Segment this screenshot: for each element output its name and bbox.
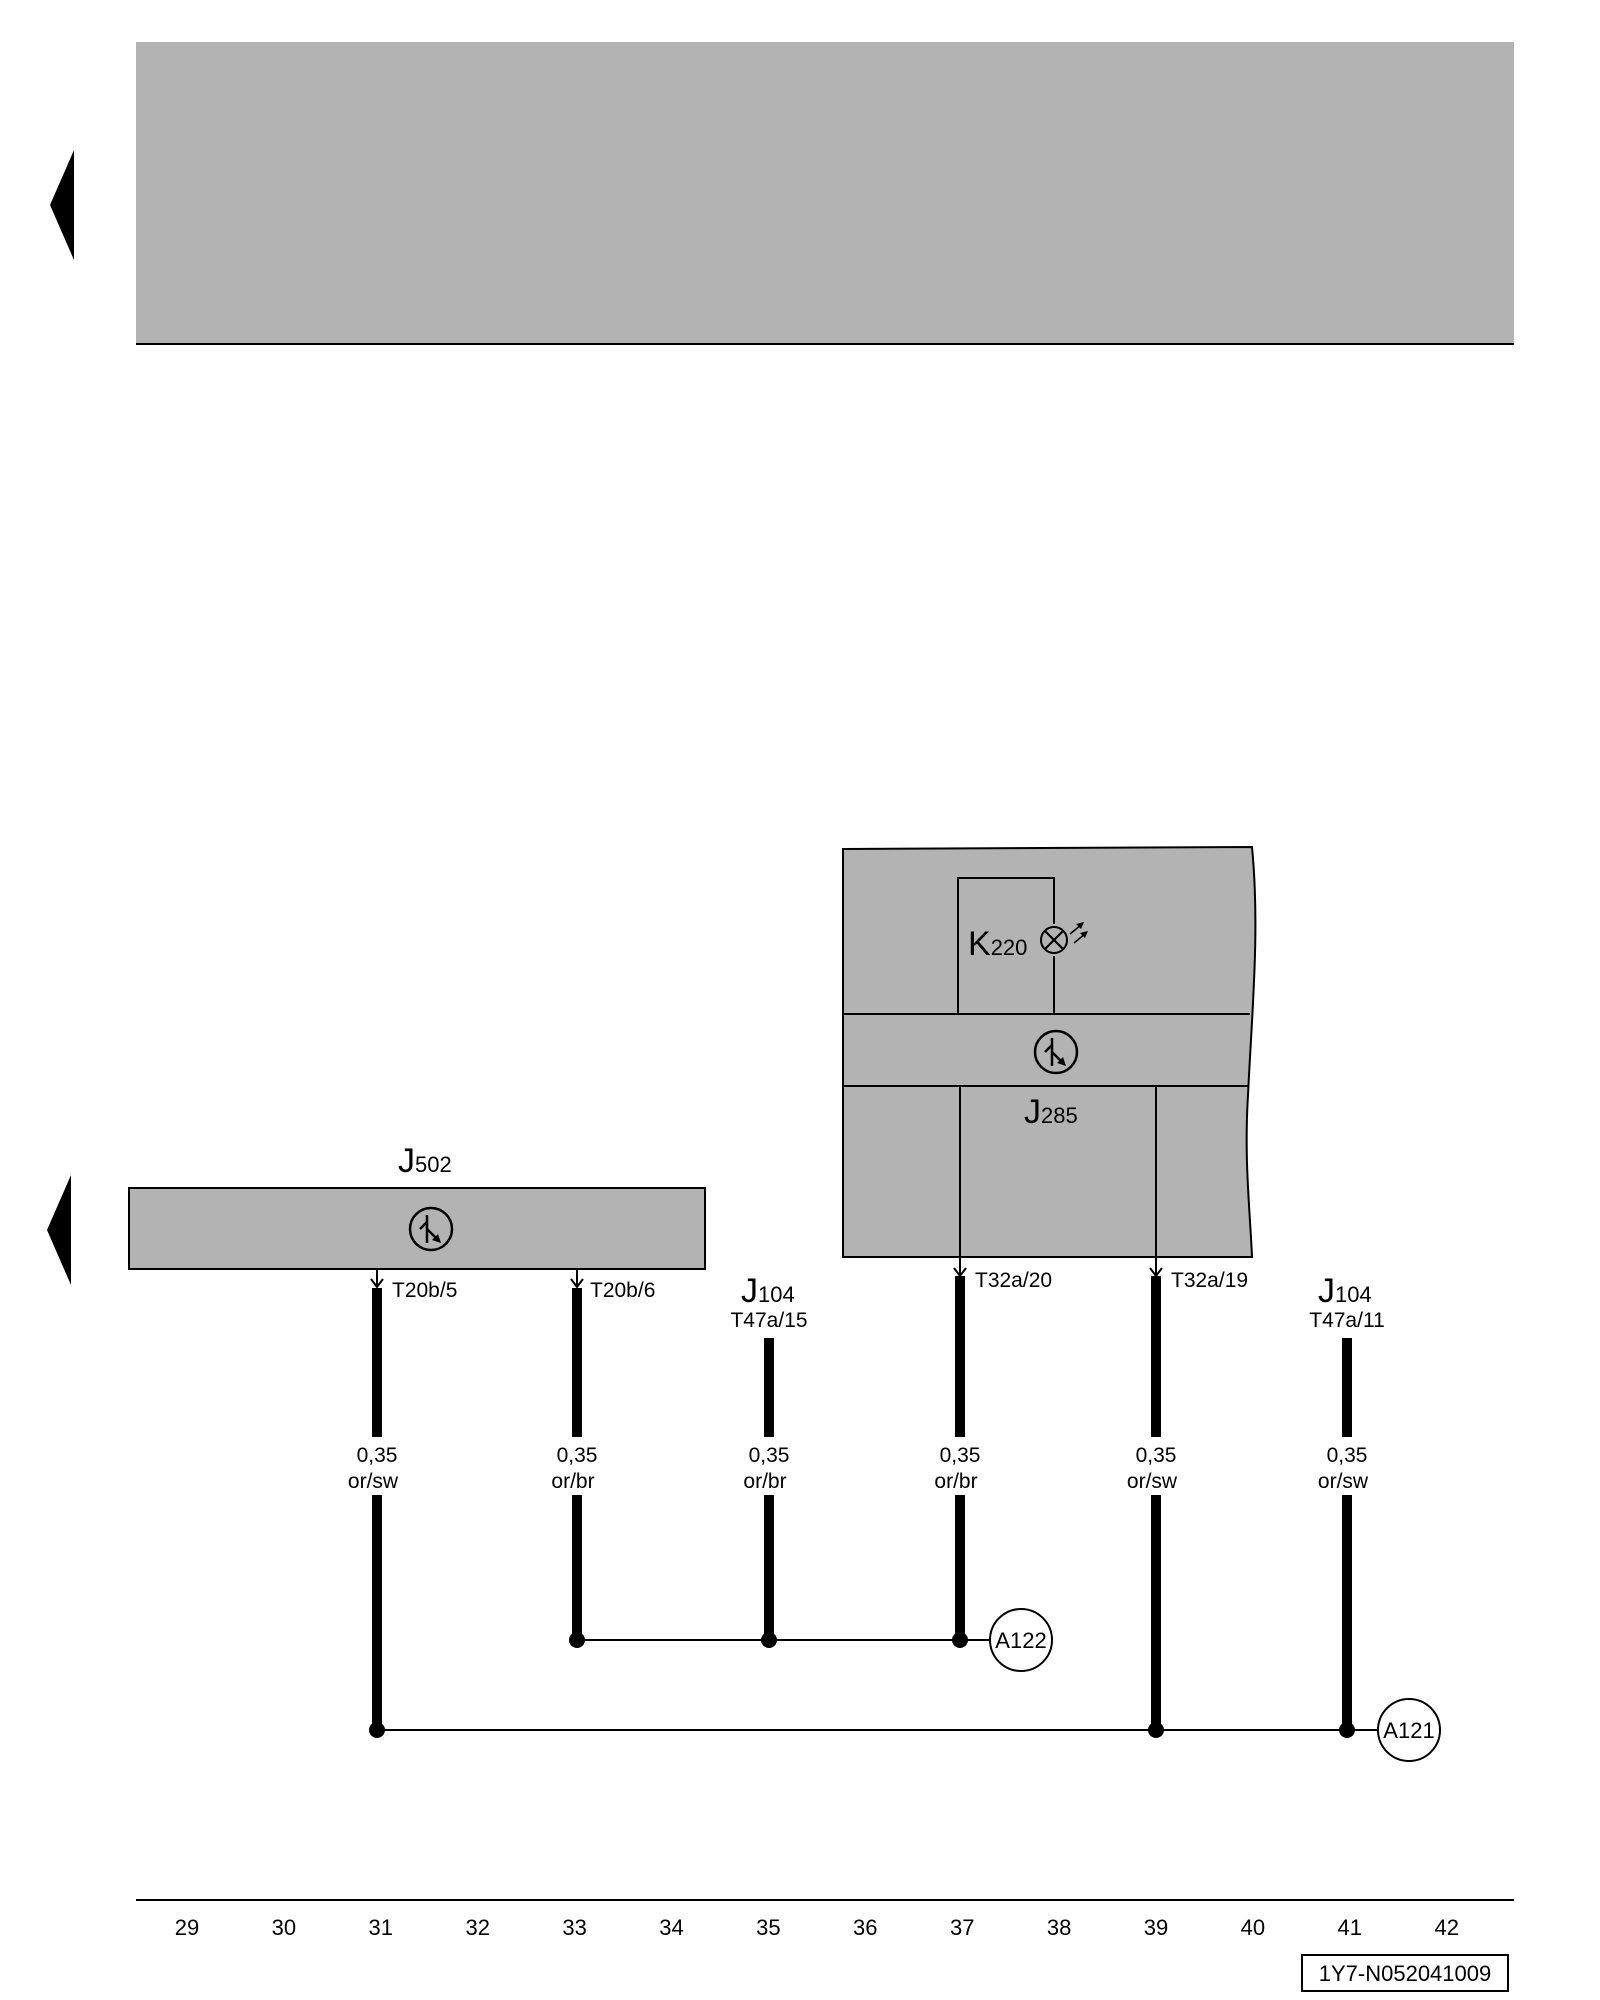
grid-number-29: 29 [175,1915,199,1940]
control-unit-icon [1033,1029,1079,1075]
j502-component [128,1187,706,1270]
grid-number-37: 37 [950,1915,974,1940]
svg-text:or/sw: or/sw [1127,1470,1178,1493]
svg-text:0,35: 0,35 [557,1444,598,1467]
wire-label-39: 0,35 or/sw [1127,1444,1178,1493]
junction-dot [952,1632,968,1648]
svg-text:0,35: 0,35 [357,1444,398,1467]
grid-number-30: 30 [272,1915,296,1940]
grid-number-33: 33 [562,1915,586,1940]
connector-t20b5: T20b/5 [392,1279,457,1302]
svg-text:or/br: or/br [934,1470,977,1493]
j502-label: J502 [398,1142,452,1180]
svg-text:or/sw: or/sw [1318,1470,1369,1493]
doc-code: 1Y7-N052041009 [1319,1961,1491,1986]
connector-t32a19: T32a/19 [1171,1269,1248,1292]
wire-label-41: 0,35 or/sw [1318,1444,1369,1493]
j104-label-35: J104 [741,1272,795,1310]
pin-arrow-icon [370,1269,384,1289]
connector-t32a20: T32a/20 [975,1269,1052,1292]
control-unit-icon [408,1206,454,1252]
grid-number-34: 34 [659,1915,683,1940]
grid-number-32: 32 [465,1915,489,1940]
wire-label-33: 0,35 or/br [551,1444,597,1493]
grid-numbers: 29 30 31 32 33 34 35 36 37 38 39 40 41 42 [175,1915,1459,1940]
header-block [136,42,1514,344]
svg-text:0,35: 0,35 [749,1444,790,1467]
grid-number-31: 31 [369,1915,393,1940]
junction-dot [761,1632,777,1648]
wire-label-31: 0,35 or/sw [348,1444,399,1493]
pin-arrow-icon [1149,1257,1163,1278]
previous-page-arrow-icon[interactable] [50,150,74,260]
j285-label: J285 [1024,1093,1078,1131]
svg-text:0,35: 0,35 [1136,1444,1177,1467]
junction-dot [1339,1722,1355,1738]
pin-arrow-icon [953,1257,967,1278]
previous-section-arrow-icon[interactable] [47,1175,71,1285]
wire-label-35: 0,35 or/br [743,1444,789,1493]
grid-number-39: 39 [1144,1915,1168,1940]
j104-pin-41: T47a/11 [1309,1309,1385,1332]
connector-t20b6: T20b/6 [590,1279,655,1302]
junction-dot [569,1632,585,1648]
junction-a122[interactable]: A122 [989,1608,1053,1672]
grid-number-38: 38 [1047,1915,1071,1940]
k220-wire-box [957,877,1055,1014]
svg-text:0,35: 0,35 [1327,1444,1368,1467]
junction-dot [369,1722,385,1738]
pin-arrow-icon [570,1269,584,1289]
j104-label-41: J104 [1318,1272,1372,1310]
svg-text:A121: A121 [1383,1718,1434,1743]
grid-number-42: 42 [1434,1915,1458,1940]
svg-text:or/sw: or/sw [348,1470,399,1493]
svg-text:or/br: or/br [743,1470,786,1493]
svg-text:A122: A122 [995,1628,1046,1653]
grid-number-36: 36 [853,1915,877,1940]
grid-number-40: 40 [1241,1915,1265,1940]
grid-number-35: 35 [756,1915,780,1940]
svg-text:or/br: or/br [551,1470,594,1493]
doc-code-box [1301,1954,1509,1992]
wire-label-37: 0,35 or/br [934,1444,980,1493]
svg-text:0,35: 0,35 [940,1444,981,1467]
j285-component [842,845,1257,1258]
k220-label: K220 [968,925,1027,963]
j104-pin-35: T47a/15 [730,1309,807,1332]
junction-a121[interactable]: A121 [1377,1698,1441,1762]
junction-dot [1148,1722,1164,1738]
bulb-icon [1040,922,1088,954]
grid-number-41: 41 [1338,1915,1362,1940]
